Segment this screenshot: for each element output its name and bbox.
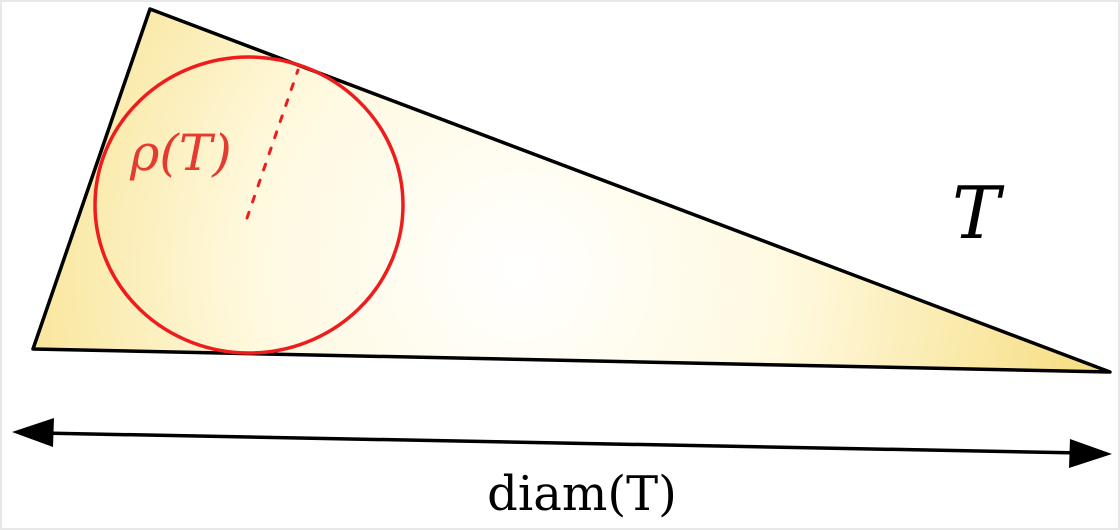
- diameter-arrowhead-right: [1069, 439, 1112, 468]
- incircle: [93, 55, 405, 355]
- diameter-label: diam(T): [487, 466, 677, 522]
- inradius-label: ρ(T): [129, 124, 232, 182]
- triangle-t: [31, 7, 1112, 374]
- triangle-label: T: [952, 171, 1005, 255]
- diameter-arrow-shaft: [39, 431, 1083, 455]
- diameter-arrowhead-left: [12, 418, 54, 447]
